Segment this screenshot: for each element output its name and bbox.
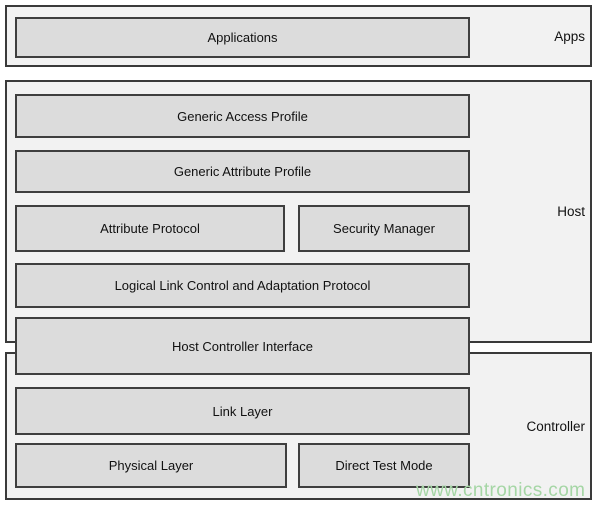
apps-section-label: Apps: [554, 28, 585, 44]
block-physical-layer: Physical Layer: [15, 443, 287, 488]
block-host-controller-interface: Host Controller Interface: [15, 317, 470, 375]
host-section-label: Host: [557, 204, 585, 219]
block-attribute-protocol: Attribute Protocol: [15, 205, 285, 252]
block-link-layer: Link Layer: [15, 387, 470, 435]
controller-section-label: Controller: [526, 418, 585, 434]
block-generic-access-profile: Generic Access Profile: [15, 94, 470, 138]
block-l2cap: Logical Link Control and Adaptation Prot…: [15, 263, 470, 308]
block-security-manager: Security Manager: [298, 205, 470, 252]
block-applications: Applications: [15, 17, 470, 58]
block-generic-attribute-profile: Generic Attribute Profile: [15, 150, 470, 193]
block-direct-test-mode: Direct Test Mode: [298, 443, 470, 488]
watermark: www.cntronics.com: [416, 480, 586, 501]
